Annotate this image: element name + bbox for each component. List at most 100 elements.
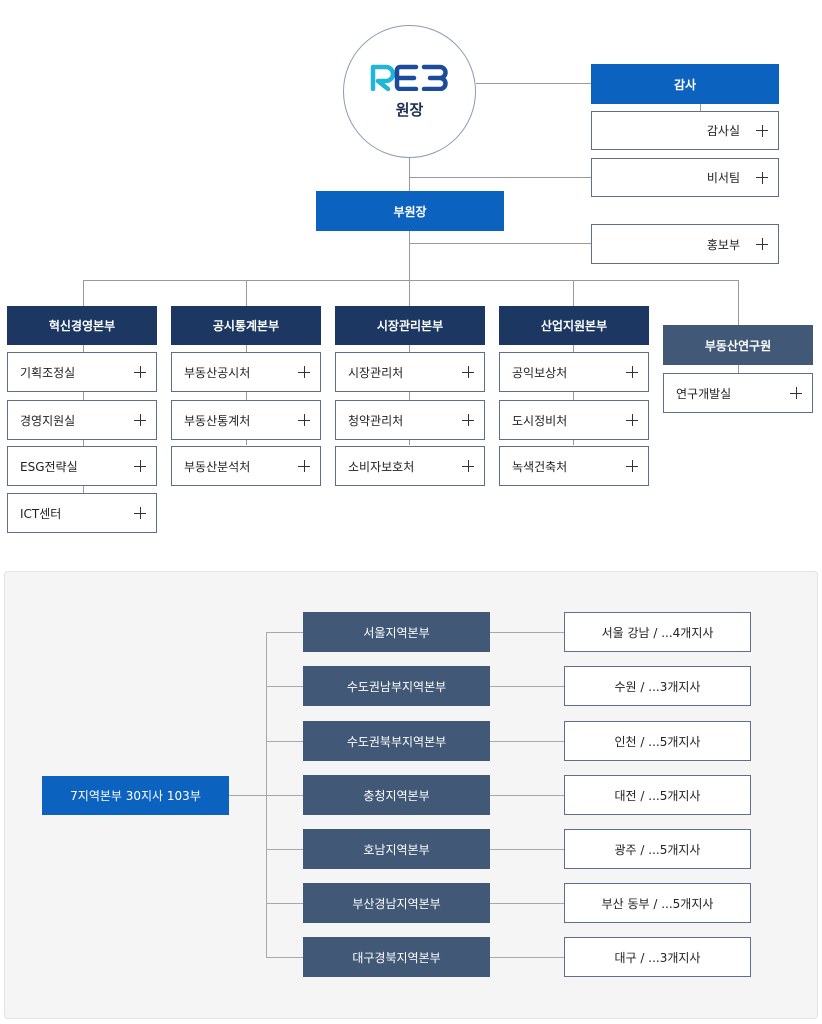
plus-icon[interactable] [298, 414, 310, 426]
division-item[interactable]: 청약관리처 [335, 400, 485, 440]
plus-icon[interactable] [626, 414, 638, 426]
plus-icon[interactable] [134, 366, 146, 378]
division-item-label: 부동산분석처 [184, 459, 251, 474]
division-drop-3 [409, 280, 410, 306]
plus-icon[interactable] [134, 507, 146, 519]
division-item-label: 경영지원실 [20, 413, 76, 428]
division-item-label: ESG전략실 [20, 459, 78, 474]
division-item-label: 부동산공시처 [184, 365, 251, 380]
regional-branch-box[interactable]: 수원 / ...3개지사 [564, 666, 751, 706]
plus-icon[interactable] [790, 387, 802, 399]
audit-connector [476, 83, 591, 84]
regional-branch-box[interactable]: 부산 동부 / ...5개지사 [564, 883, 751, 923]
division-drop-1 [83, 280, 84, 306]
region-branch-line [266, 795, 303, 796]
regional-branch-box[interactable]: 서울 강남 / ...4개지사 [564, 612, 751, 652]
audit-sub-connector [700, 104, 701, 112]
division-item-label: 청약관리처 [348, 413, 404, 428]
region-detail-line [490, 741, 564, 742]
pr-connector [409, 243, 591, 244]
plus-icon[interactable] [756, 124, 768, 137]
plus-icon[interactable] [298, 366, 310, 378]
secretary-connector [409, 177, 591, 178]
plus-icon[interactable] [462, 414, 474, 426]
division-drop-4 [573, 280, 574, 306]
division-item[interactable]: 부동산공시처 [171, 352, 321, 392]
division-head-innovation: 혁신경영본부 [7, 306, 157, 345]
plus-icon[interactable] [756, 171, 768, 184]
division-head-research: 부동산연구원 [663, 325, 813, 365]
reb-logo-icon [370, 64, 448, 91]
regional-hq-capital-south[interactable]: 수도권남부지역본부 [303, 666, 490, 706]
ceo-node: 원장 [343, 25, 476, 158]
regional-branch-box[interactable]: 광주 / ...5개지사 [564, 829, 751, 869]
division-item[interactable]: ESG전략실 [7, 446, 157, 486]
division-item[interactable]: 도시정비처 [499, 400, 649, 440]
division-item[interactable]: 부동산통계처 [171, 400, 321, 440]
audit-office-item[interactable]: 감사실 [591, 111, 779, 150]
division-drop-5 [738, 280, 739, 325]
division-item[interactable]: 공익보상처 [499, 352, 649, 392]
regional-hq-seoul[interactable]: 서울지역본부 [303, 612, 490, 652]
region-branch-line [266, 741, 303, 742]
regional-branch-box[interactable]: 대전 / ...5개지사 [564, 775, 751, 815]
division-bus-line [83, 280, 739, 281]
division-item-label: 시장관리처 [348, 365, 404, 380]
regional-hq-busan-gyeongnam[interactable]: 부산경남지역본부 [303, 883, 490, 923]
regional-branch-box[interactable]: 인천 / ...5개지사 [564, 721, 751, 761]
col5-connector [738, 365, 739, 373]
region-branch-line [266, 903, 303, 904]
division-item[interactable]: 부동산분석처 [171, 446, 321, 486]
pr-department-label: 홍보부 [706, 237, 740, 252]
region-detail-line [490, 632, 564, 633]
plus-icon[interactable] [462, 460, 474, 472]
region-branch-line [266, 957, 303, 958]
plus-icon[interactable] [134, 414, 146, 426]
division-item[interactable]: 경영지원실 [7, 400, 157, 440]
regional-hq-honam[interactable]: 호남지역본부 [303, 829, 490, 869]
region-detail-line [490, 957, 564, 958]
division-head-market: 시장관리본부 [335, 306, 485, 345]
division-item[interactable]: 시장관리처 [335, 352, 485, 392]
region-root-connector [229, 795, 267, 796]
pr-department-item[interactable]: 홍보부 [591, 224, 779, 264]
region-detail-line [490, 686, 564, 687]
division-item-label: 도시정비처 [512, 413, 568, 428]
division-item[interactable]: 소비자보호처 [335, 446, 485, 486]
plus-icon[interactable] [298, 460, 310, 472]
vice-president-node: 부원장 [316, 191, 504, 231]
division-item-label: ICT센터 [20, 506, 62, 521]
plus-icon[interactable] [626, 460, 638, 472]
regional-hq-capital-north[interactable]: 수도권북부지역본부 [303, 721, 490, 761]
plus-icon[interactable] [626, 366, 638, 378]
division-item[interactable]: 기획조정실 [7, 352, 157, 392]
division-drop-2 [246, 280, 247, 306]
plus-icon[interactable] [756, 238, 768, 250]
division-item-label: 녹색건축처 [512, 459, 568, 474]
plus-icon[interactable] [134, 460, 146, 472]
division-item-label: 소비자보호처 [348, 459, 415, 474]
division-item-label: 공익보상처 [512, 365, 568, 380]
regional-root-node: 7지역본부 30지사 103부 [42, 776, 229, 815]
division-item-label: 기획조정실 [20, 365, 76, 380]
secretary-team-label: 비서팀 [706, 171, 740, 185]
reb-logo [370, 63, 450, 91]
col4-connector [573, 345, 574, 445]
col2-connector [246, 345, 247, 445]
division-item[interactable]: 연구개발실 [663, 373, 813, 413]
secretary-team-item[interactable]: 비서팀 [591, 158, 779, 197]
region-detail-line [490, 849, 564, 850]
division-item-label: 연구개발실 [676, 386, 732, 401]
division-item[interactable]: 녹색건축처 [499, 446, 649, 486]
plus-icon[interactable] [462, 366, 474, 378]
regional-branch-box[interactable]: 대구 / ...3개지사 [564, 937, 751, 977]
region-detail-line [490, 795, 564, 796]
audit-office-label: 감사실 [706, 124, 740, 138]
regional-hq-chungcheong[interactable]: 충청지역본부 [303, 775, 490, 815]
division-item-label: 부동산통계처 [184, 413, 251, 428]
ceo-title: 원장 [395, 101, 424, 119]
audit-head: 감사 [591, 64, 779, 104]
regional-hq-daegu-gyeongbuk[interactable]: 대구경북지역본부 [303, 937, 490, 977]
col3-connector [409, 345, 410, 445]
division-item[interactable]: ICT센터 [7, 493, 157, 533]
